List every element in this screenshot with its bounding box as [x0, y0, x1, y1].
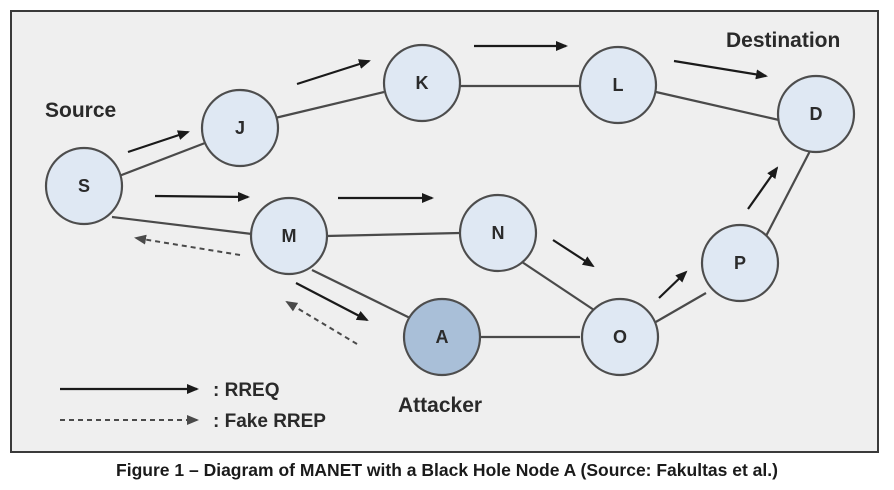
- rreq-arrow-o-p: [658, 270, 688, 299]
- node-l: L: [578, 45, 658, 125]
- svg-text:M: M: [282, 226, 297, 246]
- svg-text:D: D: [810, 104, 823, 124]
- edges: [111, 84, 811, 339]
- rreq-arrow-j-k: [296, 59, 371, 86]
- figure-caption: Figure 1 – Diagram of MANET with a Black…: [116, 460, 778, 480]
- node-s: S: [44, 146, 124, 226]
- node-k: K: [382, 43, 462, 123]
- destination-label: Destination: [726, 29, 840, 52]
- rreq-arrow-p-d: [747, 166, 779, 210]
- legend: : RREQ : Fake RREP: [60, 380, 326, 432]
- node-j: J: [200, 88, 280, 168]
- svg-text:A: A: [436, 327, 449, 347]
- node-o: O: [580, 297, 660, 377]
- edge-p-d: [764, 150, 811, 239]
- rreq-arrow-s-j: [127, 130, 190, 154]
- node-a: A: [402, 297, 482, 377]
- edge-j-k: [274, 90, 385, 120]
- svg-text:O: O: [613, 327, 627, 347]
- legend-rreq-label: : RREQ: [213, 380, 280, 401]
- edge-m-n: [325, 231, 461, 238]
- rreq-arrow-m-a: [295, 282, 369, 321]
- svg-text:P: P: [734, 253, 746, 273]
- legend-fake-rrep-label: : Fake RREP: [213, 411, 326, 432]
- edge-n-o: [521, 261, 598, 313]
- node-m: M: [249, 196, 329, 276]
- rreq-arrow-l-d: [673, 59, 768, 80]
- svg-text:L: L: [613, 75, 624, 95]
- attacker-label: Attacker: [398, 394, 482, 417]
- rreq-arrows: [127, 41, 779, 321]
- rreq-arrow-s-m: [154, 191, 250, 202]
- svg-text:S: S: [78, 176, 90, 196]
- node-n: N: [458, 193, 538, 273]
- fake-rrep-arrows: [134, 234, 358, 345]
- node-p: P: [700, 223, 780, 303]
- rreq-arrow-n-o: [552, 239, 595, 268]
- source-label: Source: [45, 99, 116, 122]
- svg-text:N: N: [492, 223, 505, 243]
- edge-m-a: [311, 269, 411, 319]
- edge-o-p: [653, 292, 707, 324]
- node-d: D: [776, 74, 856, 154]
- svg-text:J: J: [235, 118, 245, 138]
- svg-text:K: K: [416, 73, 429, 93]
- edge-l-d: [655, 90, 780, 122]
- fake-rrep-arrow-a-m: [285, 300, 358, 345]
- edge-s-j: [118, 141, 206, 178]
- fake-rrep-arrow-m-s: [134, 234, 241, 256]
- manet-diagram: S J K L D M N A O P Source Destination A…: [44, 29, 856, 432]
- edge-s-m: [111, 215, 253, 236]
